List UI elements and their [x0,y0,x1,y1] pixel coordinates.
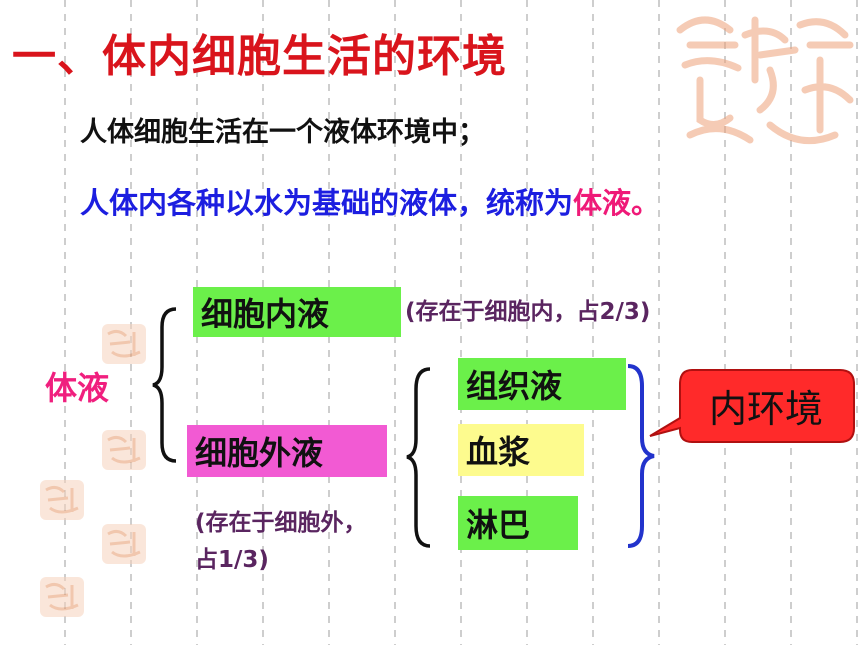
seal-watermark-icon [676,16,854,145]
brace-icon [406,367,431,548]
body-fluid-label: 体液 [45,369,110,407]
seal-watermark-icon [40,480,84,520]
page-title: 一、体内细胞生活的环境 [12,31,507,82]
seal-watermark-icon [40,577,84,617]
intro-line-2: 人体内各种以水为基础的液体，统称为体液。 [80,180,660,222]
callout-icon [649,369,855,443]
lymph-box: 淋巴 [458,496,578,550]
intro-line-1: 人体细胞生活在一个液体环境中； [80,117,485,148]
intracellular-note: (存在于细胞内，占2/3) [405,299,651,325]
intro-line-2-highlight: 体液。 [573,186,661,220]
seal-watermark-icon [102,430,146,470]
brace-icon [152,307,177,463]
internal-environment-label: 内环境 [708,386,823,431]
intracellular-fluid-box: 细胞内液 [193,287,401,337]
extracellular-note-line-2: 占1/3) [195,547,269,573]
intro-line-2-main: 人体内各种以水为基础的液体，统称为 [80,186,574,220]
extracellular-fluid-box: 细胞外液 [187,425,387,477]
extracellular-note-line-1: (存在于细胞外， [195,510,367,536]
seal-watermark-icon [102,324,146,364]
plasma-box: 血浆 [458,424,584,476]
interstitial-fluid-box: 组织液 [458,358,626,410]
seal-watermark-icon [102,524,146,564]
brace-icon [627,364,655,548]
